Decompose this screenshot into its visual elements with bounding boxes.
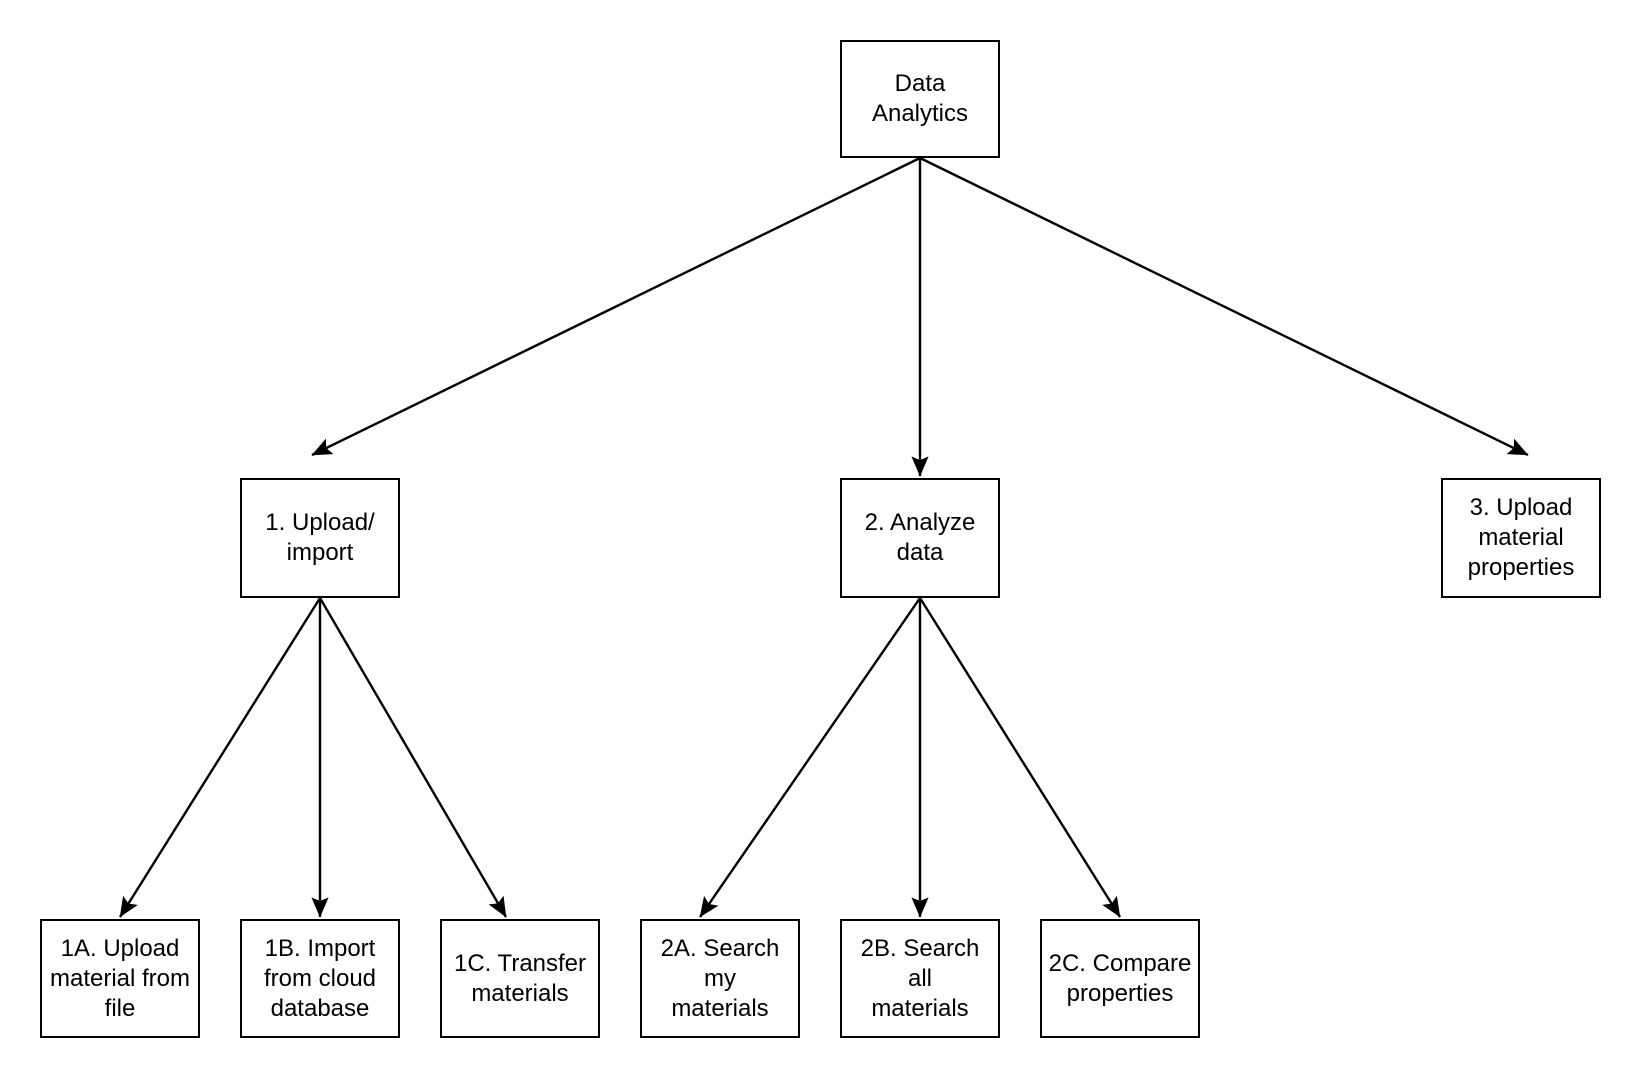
node-n2c[interactable]: 2C. Compare properties (1040, 919, 1200, 1038)
node-label-n1: 1. Upload/ import (265, 509, 375, 566)
node-label-n2: 2. Analyze data (864, 509, 976, 566)
node-label-n2c: 2C. Compare properties (1048, 949, 1192, 1007)
edge-root-to-n1 (311, 156, 921, 457)
node-n2b[interactable]: 2B. Search all materials (840, 919, 1000, 1038)
node-label-root: Data Analytics (871, 70, 969, 127)
node-n1b[interactable]: 1B. Import from cloud database (240, 919, 400, 1038)
node-n1c[interactable]: 1C. Transfer materials (440, 919, 600, 1038)
node-root[interactable]: Data Analytics (840, 40, 1000, 158)
node-n2a[interactable]: 2A. Search my materials (640, 919, 800, 1038)
edge-n2-to-n2a (699, 597, 921, 918)
edge-root-to-n3 (919, 156, 1529, 457)
node-label-n1c: 1C. Transfer materials (453, 949, 587, 1007)
node-label-n2b: 2B. Search all materials (860, 934, 980, 1022)
node-label-n1a: 1A. Upload material from file (49, 934, 191, 1022)
edge-n2-to-n2c (918, 597, 1122, 918)
node-n2[interactable]: 2. Analyze data (840, 478, 1000, 598)
node-label-n3: 3. Upload material properties (1467, 494, 1575, 581)
node-n1[interactable]: 1. Upload/ import (240, 478, 400, 598)
node-label-n1b: 1B. Import from cloud database (263, 934, 377, 1022)
node-label-n2a: 2A. Search my materials (660, 934, 780, 1022)
node-n3[interactable]: 3. Upload material properties (1441, 478, 1601, 598)
node-n1a[interactable]: 1A. Upload material from file (40, 919, 200, 1038)
edge-n1-to-n1a (118, 597, 322, 918)
edge-n1-to-n1c (318, 597, 508, 918)
